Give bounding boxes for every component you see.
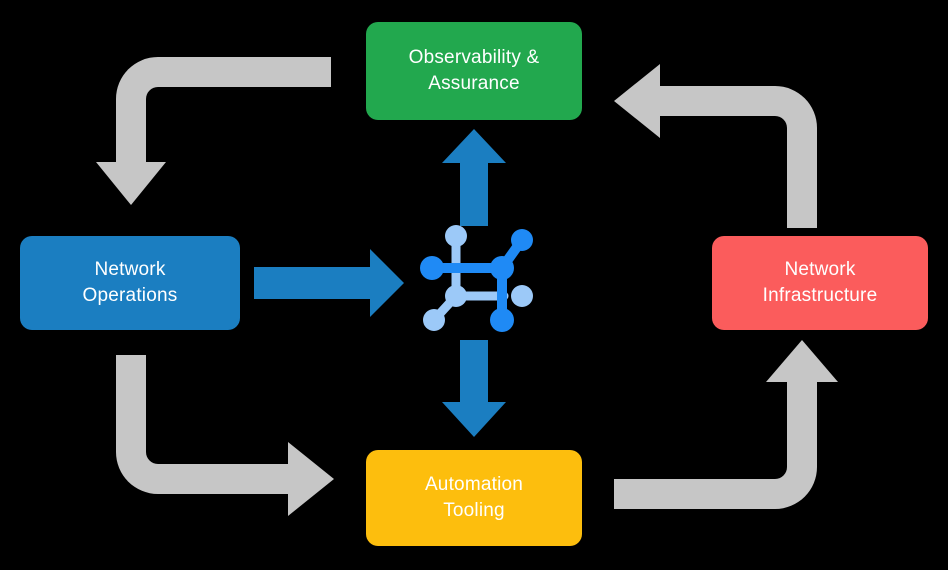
node-automation-label: Automation Tooling	[424, 474, 524, 521]
node-observability-label: Observability & Assurance	[408, 47, 540, 94]
arrow-operations-to-automation[interactable]	[116, 355, 334, 516]
node-observability-assurance[interactable]: Observability & Assurance	[366, 22, 582, 120]
node-infrastructure-label: Network Infrastructure	[762, 259, 878, 306]
arrow-infrastructure-to-observability[interactable]	[614, 64, 817, 228]
node-automation-tooling[interactable]: Automation Tooling	[366, 450, 582, 546]
arrow-observability-to-operations[interactable]	[96, 57, 331, 205]
arrow-automation-to-infrastructure[interactable]	[614, 340, 838, 509]
arrow-operations-to-center[interactable]	[254, 249, 404, 317]
node-operations-label: Network Operations	[82, 259, 178, 306]
arrow-center-to-observability[interactable]	[442, 129, 506, 226]
arrow-center-to-automation[interactable]	[442, 340, 506, 437]
network-mesh-icon	[420, 225, 533, 332]
node-network-operations[interactable]: Network Operations	[20, 236, 240, 330]
node-network-infrastructure[interactable]: Network Infrastructure	[712, 236, 928, 330]
